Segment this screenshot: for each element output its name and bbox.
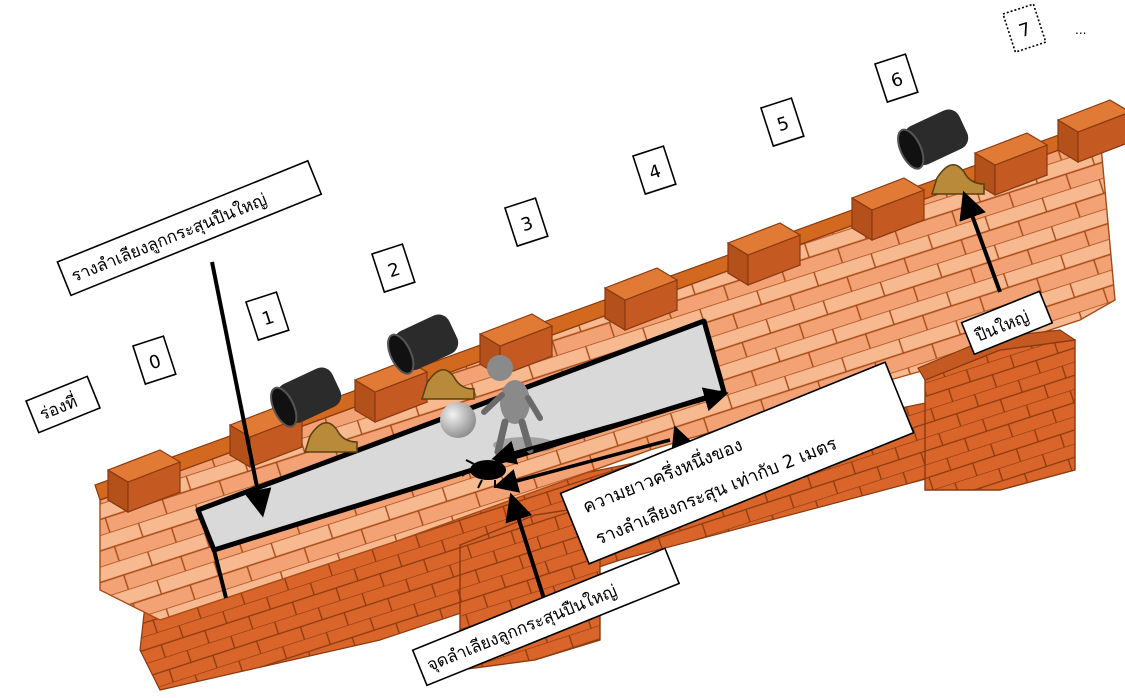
cannonball (440, 402, 476, 438)
slot-number-box: 4 (633, 146, 676, 194)
merlon (1058, 100, 1125, 162)
slot-number-box: 7 (1003, 4, 1046, 52)
rail-label: รางลำเลียงลูกกระสุนปืนใหญ่ (68, 189, 270, 287)
slot-ellipsis: ... (1075, 23, 1086, 37)
slot-number-box: 1 (246, 292, 289, 340)
slot-number-box: 5 (761, 98, 804, 146)
slot-number-box: 0 (133, 336, 176, 384)
slot-number-box: 6 (875, 54, 918, 102)
slot-number-box: 3 (505, 198, 548, 246)
slot-label-box: ร่องที่ (26, 376, 100, 432)
rail-label-box: รางลำเลียงลูกกระสุนปืนใหญ่ (57, 161, 321, 296)
slot-number-box: 2 (372, 244, 415, 292)
